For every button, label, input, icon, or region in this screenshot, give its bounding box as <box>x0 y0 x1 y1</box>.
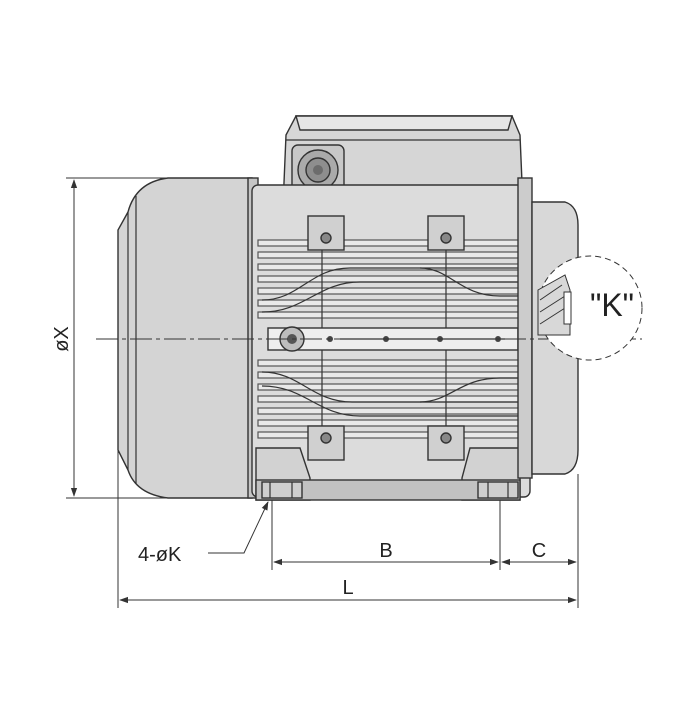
detail-k-callout: "K" <box>537 255 643 361</box>
l-label: L <box>342 577 353 599</box>
holes-leader: 4-øK <box>138 501 269 566</box>
motor-feet <box>255 447 521 501</box>
diameter-x-label: øX <box>51 326 73 352</box>
b-label: B <box>379 540 392 562</box>
holes-label: 4-øK <box>138 544 182 566</box>
mounting-lugs <box>307 215 465 461</box>
fan-cover <box>117 177 259 499</box>
c-label: C <box>532 540 546 562</box>
detail-k-label: "K" <box>590 287 634 323</box>
dimension-l: L <box>119 577 577 604</box>
dimension-c: C <box>501 540 577 566</box>
dimension-b: B <box>273 540 499 566</box>
dimension-diameter-x: øX <box>51 177 168 499</box>
